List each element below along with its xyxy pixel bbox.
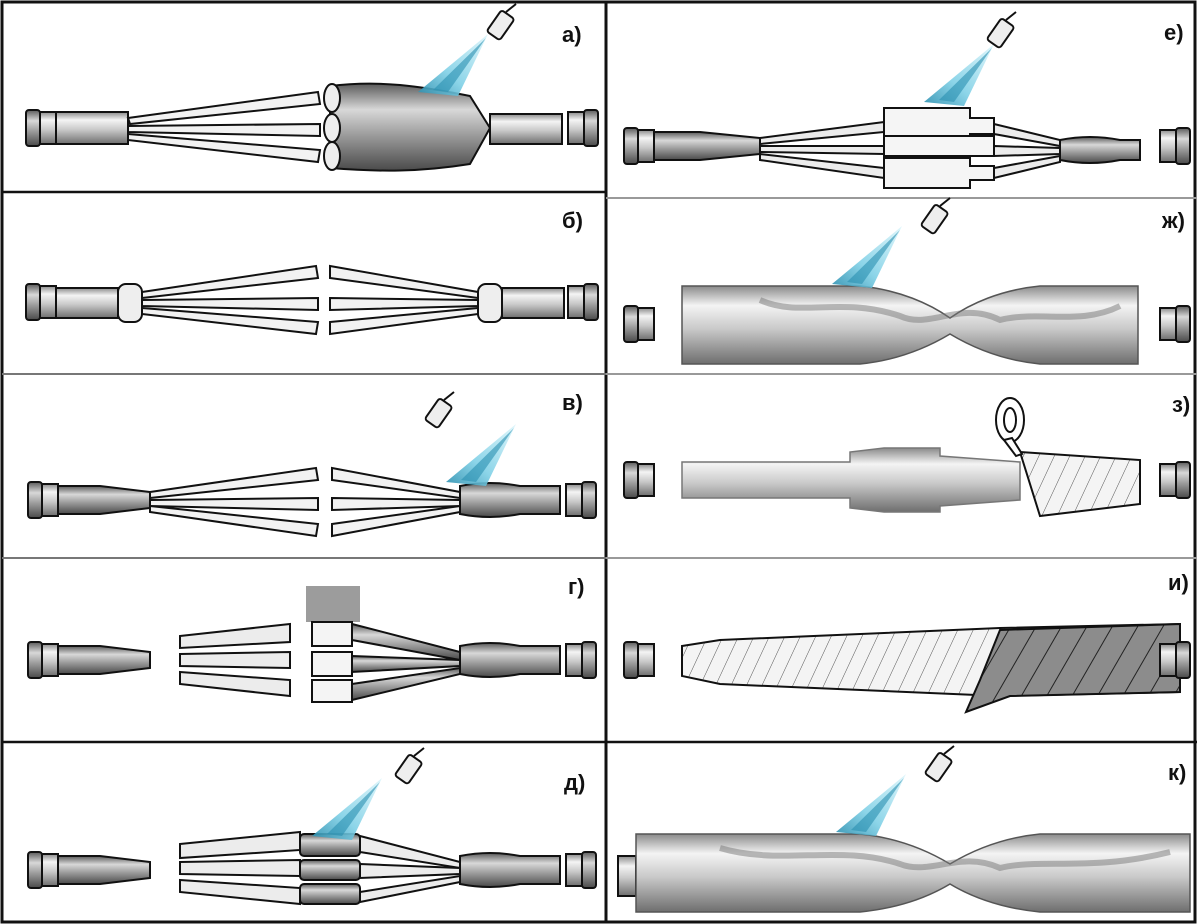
cable-end-icon: [28, 482, 58, 518]
cable-end-icon: [28, 852, 58, 888]
panel-k: к): [618, 746, 1190, 912]
torch-icon: [921, 198, 950, 234]
flame-icon: [446, 424, 516, 486]
cable-end-icon: [624, 128, 654, 164]
cable-sheath-icon: [490, 114, 562, 144]
cable-end-icon: [566, 642, 596, 678]
panel-e: е): [624, 12, 1190, 188]
torch-icon: [487, 4, 516, 40]
cable-end-icon: [1160, 306, 1190, 342]
cable-sheath-icon: [58, 486, 150, 514]
flame-icon: [312, 778, 382, 840]
flame-icon: [832, 226, 902, 288]
cable-end-icon: [624, 306, 654, 342]
panel-z: з): [624, 392, 1190, 516]
wire-core-icon: [150, 468, 460, 536]
flame-icon: [418, 34, 488, 96]
cable-end-icon: [624, 462, 654, 498]
torch-icon: [925, 746, 954, 782]
torch-icon: [395, 748, 424, 784]
cable-sheath-icon: [56, 288, 118, 318]
cable-end-icon: [618, 856, 636, 896]
cable-end-icon: [26, 110, 56, 146]
panel-label: г): [568, 574, 585, 599]
panel-label: а): [562, 22, 582, 47]
torch-icon: [425, 392, 454, 428]
cable-sheath-icon: [56, 112, 128, 144]
cable-end-icon: [28, 642, 58, 678]
tape-wrap-icon: [1020, 452, 1140, 516]
tape-roll-icon: [306, 586, 360, 622]
heat-shrink-sleeve-icon: [324, 84, 490, 171]
connector-sleeve-icon: [300, 834, 360, 904]
panel-a: а): [26, 4, 598, 171]
panel-g: г): [28, 574, 596, 702]
connector-sleeve-icon: [312, 622, 352, 702]
cable-end-icon: [568, 284, 598, 320]
cable-end-icon: [26, 284, 56, 320]
cable-end-icon: [1160, 642, 1190, 678]
panel-d: д): [28, 748, 596, 904]
connector-sleeve-icon: [478, 284, 502, 322]
panel-label: в): [562, 390, 583, 415]
wire-core-icon: [128, 92, 320, 162]
heat-shrink-sleeve-icon: [460, 483, 560, 517]
panel-label: к): [1168, 760, 1186, 785]
heat-shrink-sleeve-icon: [884, 108, 994, 188]
tape-roll-icon: [996, 398, 1024, 456]
panel-label: з): [1172, 392, 1190, 417]
panel-label: ж): [1161, 208, 1185, 233]
panel-label: б): [562, 208, 583, 233]
wire-core-icon: [142, 266, 478, 334]
panel-label: е): [1164, 20, 1184, 45]
panel-v: в): [28, 390, 596, 536]
cable-end-icon: [1160, 128, 1190, 164]
heat-shrink-sleeve-icon: [636, 834, 1190, 912]
panel-label: д): [564, 770, 585, 795]
torch-icon: [987, 12, 1016, 48]
panel-b: б): [26, 208, 598, 334]
connector-sleeve-icon: [118, 284, 142, 322]
panel-zh: ж): [624, 198, 1190, 364]
cable-end-icon: [566, 482, 596, 518]
heat-shrink-sleeve-icon: [682, 286, 1138, 364]
cable-end-icon: [1160, 462, 1190, 498]
panel-label: и): [1168, 570, 1189, 595]
tape-wrap-icon: [966, 624, 1180, 712]
cable-end-icon: [566, 852, 596, 888]
flame-icon: [924, 44, 994, 106]
cable-end-icon: [624, 642, 654, 678]
heat-shrink-sleeve-icon: [180, 832, 300, 904]
panel-i: и): [624, 570, 1190, 712]
flame-icon: [836, 774, 906, 836]
cable-end-icon: [568, 110, 598, 146]
heat-shrink-sleeve-icon: [180, 624, 290, 696]
heat-shrink-sleeve-icon: [682, 448, 1020, 512]
cable-sheath-icon: [502, 288, 564, 318]
